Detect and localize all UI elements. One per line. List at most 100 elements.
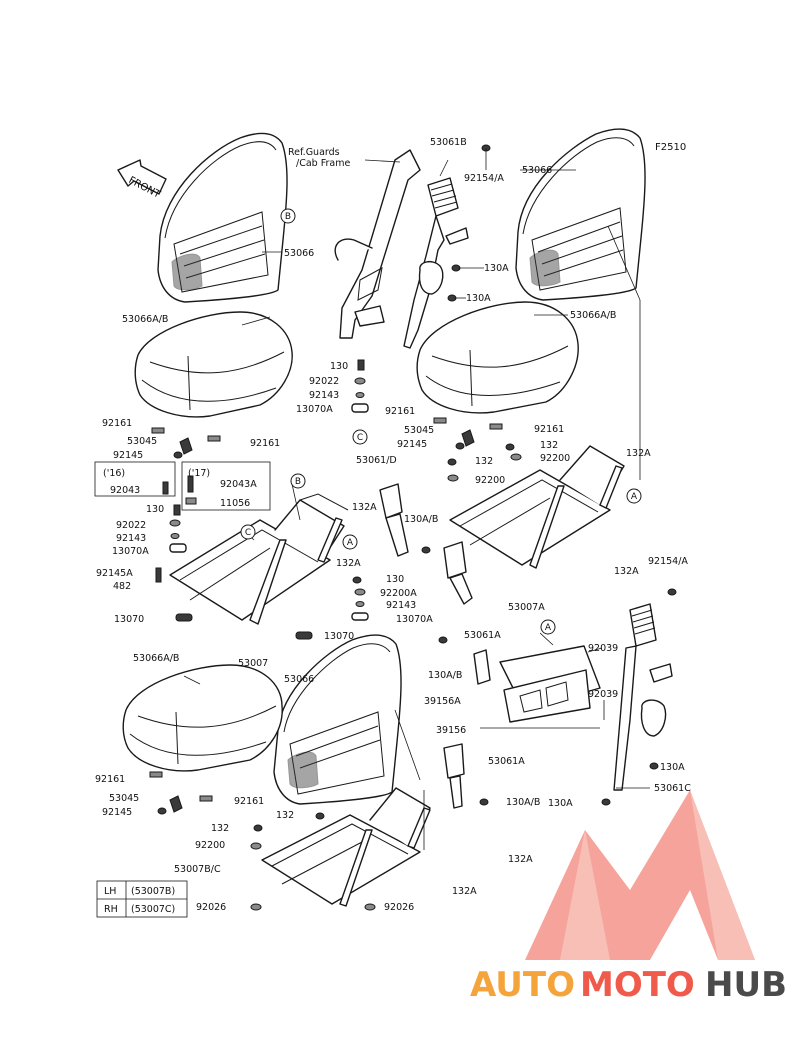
label-53045-3: 53045 [109,793,139,804]
label-39156: 39156 [436,725,466,736]
callout-c-top: C [352,429,368,445]
label-13070-left: 13070 [114,614,144,625]
watermark-moto: MOTO [580,965,695,1005]
svg-text:B: B [295,477,301,487]
label-53066-top: 53066 [284,248,314,259]
seat-belt-retractor-right [613,603,673,791]
belt-buckle-center [379,483,409,557]
label-130ab-3: 130A/B [506,797,540,808]
label-39156a: 39156A [424,696,461,707]
label-92200-2: 92200 [475,475,505,486]
side-table: LH (53007B) RH (53007C) [96,880,188,918]
callout-b-top: B [280,208,296,224]
seat-back-lower [273,634,402,805]
label-92161-3: 92161 [385,406,415,417]
svg-text:A: A [631,492,638,502]
side-table-lh: LH [104,886,116,897]
label-92145a: 92145A [96,568,133,579]
label-13070a-left: 13070A [112,546,149,557]
label-130ab-1: 130A/B [404,514,438,525]
label-53066ab-lower: 53066A/B [133,653,179,664]
figure-code: F2510 [655,142,686,153]
label-130a-right: 130A [660,762,685,773]
label-132-3: 132 [211,823,229,834]
label-92145-1: 92145 [113,450,143,461]
label-130a-top: 130A [484,263,509,274]
label-130a-lower: 130A [548,798,573,809]
label-482: 482 [113,581,131,592]
label-132a-3: 132A [626,448,651,459]
watermark-hub: HUB [705,965,787,1005]
label-92161-4: 92161 [534,424,564,435]
label-132-2: 132 [475,456,493,467]
label-92143-left: 92143 [116,533,146,544]
year-tag-17: ('17) [181,461,271,511]
label-132a-5: 132A [508,854,533,865]
watermark-logo [525,790,755,960]
label-92022-left: 92022 [116,520,146,531]
label-53007: 53007 [238,658,268,669]
label-92039-2: 92039 [588,689,618,700]
label-92043a: 92043A [220,479,257,490]
seat-belt-retractor-upper [403,177,469,349]
side-table-rh-part: (53007C) [131,904,175,915]
seat-back-left [157,132,288,303]
label-53061c: 53061C [654,783,691,794]
label-92143-top: 92143 [309,390,339,401]
seat-frame-right [449,445,625,569]
front-arrow: FRONT [117,159,167,201]
label-53066-right: 53066 [522,165,552,176]
year-tag-16-text: ('16) [103,468,125,479]
label-13070a-mid: 13070A [396,614,433,625]
callout-a-mid: A [342,534,358,550]
svg-text:A: A [545,623,552,633]
label-92039-1: 92039 [588,643,618,654]
label-132a-4: 132A [614,566,639,577]
side-table-lh-part: (53007B) [131,886,175,897]
label-132a-6: 132A [452,886,477,897]
label-130-top: 130 [330,361,348,372]
label-132a-2: 132A [336,558,361,569]
callout-circles: B C A B C A A [240,208,642,635]
label-53061b: 53061B [430,137,467,148]
callout-a-console: A [540,619,556,635]
seat-cushion-right [416,301,579,414]
svg-text:B: B [285,212,291,222]
label-92161-1: 92161 [102,418,132,429]
label-92200-3: 92200 [195,840,225,851]
label-13070a-top: 13070A [296,404,333,415]
label-53007bc: 53007B/C [174,864,221,875]
label-132a-1: 132A [352,502,377,513]
callout-a-right: A [626,488,642,504]
label-92145-2: 92145 [397,439,427,450]
label-92161-2: 92161 [250,438,280,449]
label-92145-3: 92145 [102,807,132,818]
watermark-wordmark: AUTO MOTO HUB [470,965,787,1005]
label-11056: 11056 [220,498,250,509]
label-130ab-2: 130A/B [428,670,462,681]
watermark-auto: AUTO [470,965,575,1005]
svg-text:C: C [245,528,251,538]
belt-buckle-right [443,541,473,605]
label-92143-mid: 92143 [386,600,416,611]
label-92022-top: 92022 [309,376,339,387]
label-132-1: 132 [540,440,558,451]
year-tag-16: ('16) [94,461,176,497]
label-92154a-right: 92154/A [648,556,688,567]
label-53045-1: 53045 [127,436,157,447]
part-labels: 53066 53066 53066 53066A/B 53066A/B 5306… [95,137,691,913]
leader-lines [183,148,650,850]
seat-back-right [515,128,646,301]
label-53066ab-right: 53066A/B [570,310,616,321]
label-53045-2: 53045 [404,425,434,436]
seat-frame-left [169,493,349,625]
label-130a-mid: 130A [466,293,491,304]
year-tag-17-text: ('17) [188,468,210,479]
svg-text:C: C [357,433,363,443]
cab-frame-guard [334,149,421,339]
ref-cab-frame-text: /Cab Frame [296,158,350,169]
side-table-rh: RH [104,904,118,915]
label-130-mid: 130 [386,574,404,585]
label-53007a: 53007A [508,602,545,613]
